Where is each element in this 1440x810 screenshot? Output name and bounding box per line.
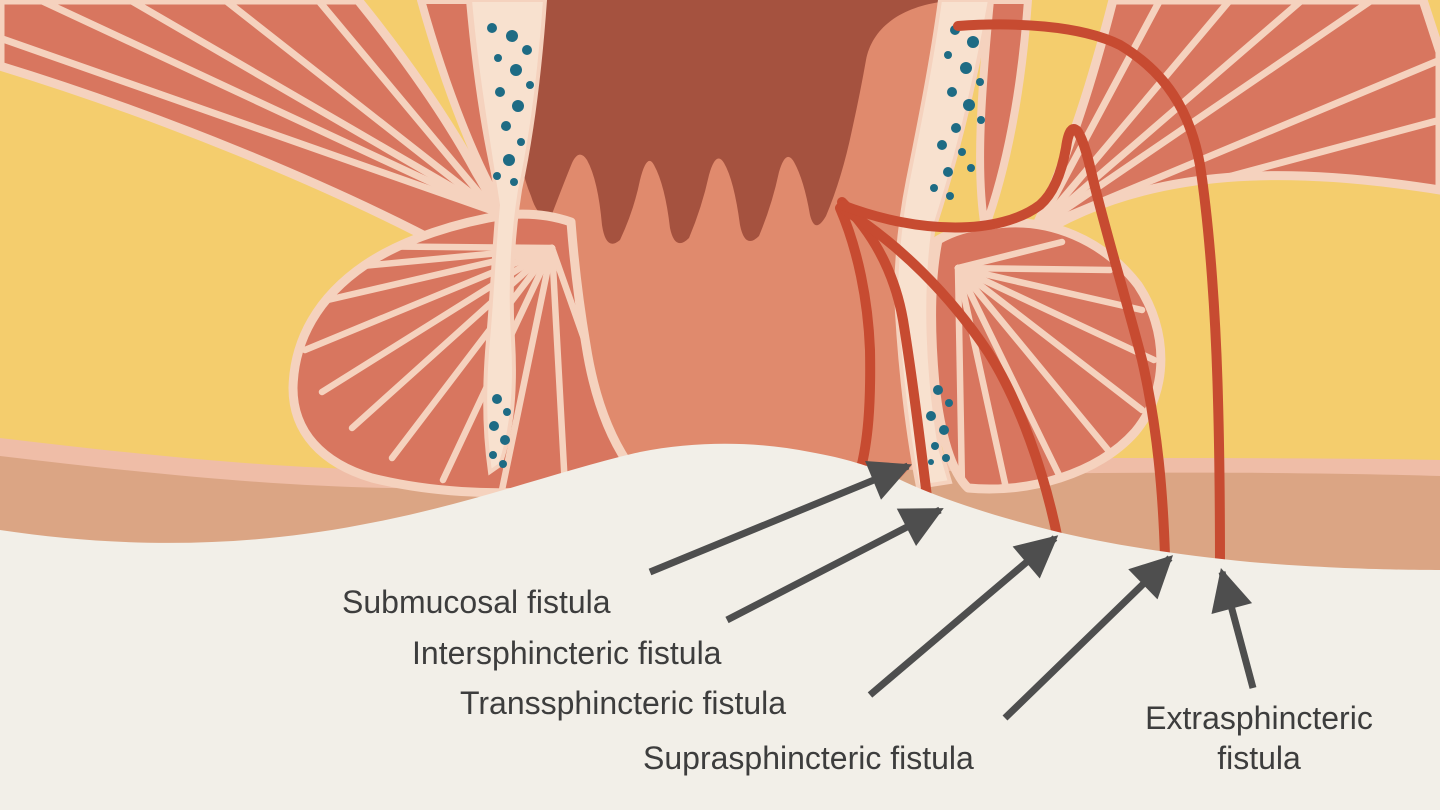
pointer-arrows xyxy=(648,460,1257,721)
label-extrasphincteric-fistula: Extrasphincteric fistula xyxy=(1145,698,1373,778)
extrasphincteric-fistula-tract xyxy=(953,19,1225,577)
left-levator-striations xyxy=(0,0,499,216)
right-anal-glands xyxy=(926,25,985,465)
label-suprasphincteric-fistula: Suprasphincteric fistula xyxy=(643,740,974,776)
label-extrasphincteric-line1: Extrasphincteric xyxy=(1145,700,1373,736)
label-intersphincteric-fistula: Intersphincteric fistula xyxy=(412,635,722,671)
transsphincteric-arrow xyxy=(867,535,1059,698)
left-levator-ani-muscle xyxy=(0,0,502,248)
suprasphincteric-fistula-tract xyxy=(837,124,1170,561)
right-intersphincteric-strip xyxy=(893,0,993,490)
submucosal-fistula-tract xyxy=(835,203,876,477)
fistula-tracts xyxy=(835,19,1225,577)
extrasphincteric-arrow xyxy=(1211,567,1257,689)
label-extrasphincteric-line2: fistula xyxy=(1217,740,1301,776)
intersphincteric-fistula-tract xyxy=(837,197,933,510)
suprasphincteric-arrow xyxy=(1002,555,1174,721)
rectum-interior xyxy=(503,0,940,244)
right-external-sphincter-muscle xyxy=(932,223,1161,489)
submucosal-arrow xyxy=(648,460,912,576)
right-sphincter-striations xyxy=(954,238,1158,490)
transsphincteric-fistula-tract xyxy=(840,205,1063,545)
left-anal-glands xyxy=(487,23,534,468)
label-submucosal-fistula: Submucosal fistula xyxy=(342,584,611,620)
skin-surface xyxy=(0,443,1440,810)
left-intersphincteric-strip xyxy=(467,0,548,476)
intersphincteric-arrow xyxy=(725,506,944,624)
label-transsphincteric-fistula: Transsphincteric fistula xyxy=(460,685,787,721)
